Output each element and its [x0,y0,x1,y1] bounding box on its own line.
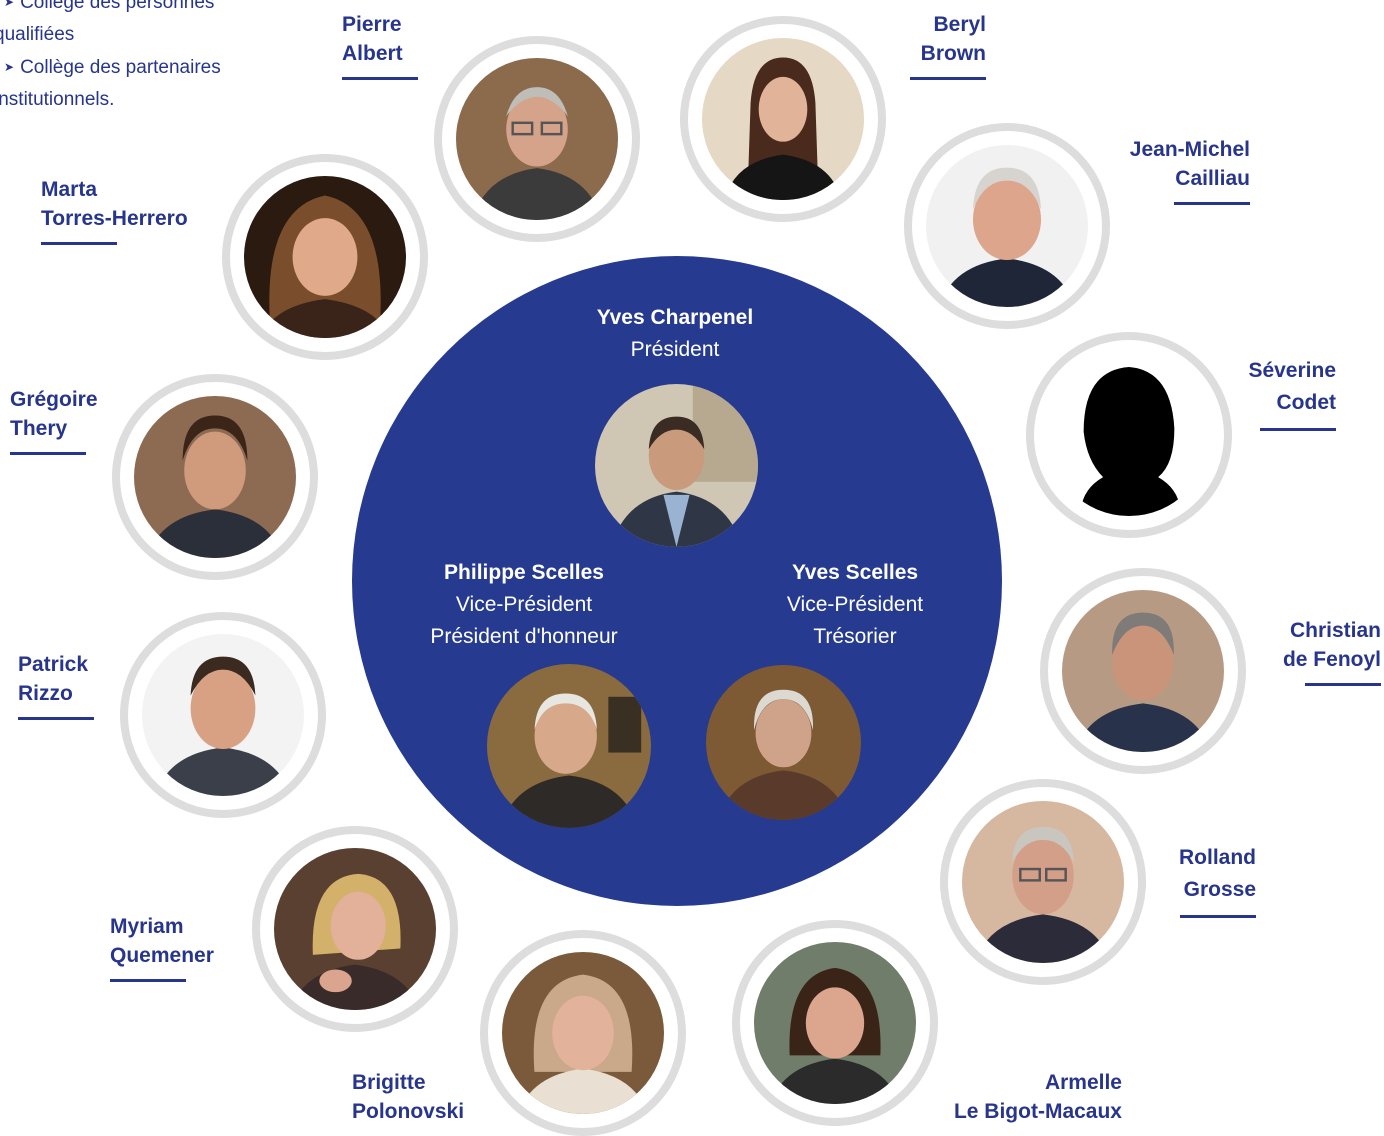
vp1-photo [487,664,651,828]
silhouette-icon [1080,366,1181,516]
member-photo-rolland-grosse [962,801,1124,963]
underline-divider [910,77,986,80]
member-photo-armelle-le-bigot-macaux [754,942,916,1104]
president-role: Président [630,338,720,361]
member-photo-gregoire-thery [134,396,296,558]
member-first-name: Beryl [933,13,986,36]
member-last-name: de Fenoyl [1282,648,1381,671]
underline-divider [342,77,418,80]
member-first-name: Rolland [1179,846,1256,869]
member-last-name: Le Bigot-Macaux [953,1100,1122,1123]
portrait-icon [502,952,664,1114]
underline-divider [1305,683,1381,686]
portrait-icon [134,396,296,558]
member-first-name: Brigitte [352,1071,426,1094]
president-caption: Yves Charpenel Président [560,302,790,366]
arrow-icon: ➤ [4,0,15,9]
member-label-armelle-le-bigot-macaux: Armelle Le Bigot-Macaux [930,1068,1122,1126]
vp1-role-1: Vice-Président [455,593,593,616]
member-last-name: Cailliau [1175,167,1250,190]
member-photo-pierre-albert [456,58,618,220]
member-photo-christian-de-fenoyl [1062,590,1224,752]
vp1-name: Philippe Scelles [444,561,604,584]
underline-divider [110,979,186,982]
underline-divider [10,452,86,455]
member-first-name: Armelle [1044,1071,1122,1094]
member-first-name: Myriam [110,915,184,938]
portrait-icon [706,665,861,820]
member-first-name: Séverine [1248,359,1336,382]
member-last-name: Codet [1276,391,1337,414]
member-last-name: Albert [342,42,403,65]
member-first-name: Christian [1289,619,1381,642]
vp2-name: Yves Scelles [791,561,919,584]
vp2-photo [706,665,861,820]
president-photo [595,384,758,547]
member-last-name: Brown [920,42,986,65]
portrait-icon [926,145,1088,307]
member-label-rolland-grosse: Rolland Grosse [1150,842,1256,918]
college-list: ➤ Collège des personnes qualifiées ➤ Collè… [0,0,264,116]
member-label-pierre-albert: Pierre Albert [342,10,418,80]
portrait-icon [487,664,651,828]
member-photo-beryl-brown [702,38,864,200]
member-label-severine-codet: Séverine Codet [1226,355,1336,431]
vp2-role-2: Trésorier [813,625,897,648]
member-first-name: Grégoire [10,388,98,411]
portrait-icon [595,384,758,547]
member-photo-myriam-quemener [274,848,436,1010]
member-label-brigitte-polonovski: Brigitte Polonovski [352,1068,464,1126]
member-label-myriam-quemener: Myriam Quemener [110,912,214,982]
college-line-3: Collège des partenaires [20,57,221,78]
member-label-beryl-brown: Beryl Brown [890,10,986,80]
member-photo-brigitte-polonovski [502,952,664,1114]
member-first-name: Patrick [18,653,89,676]
underline-divider [1174,202,1250,205]
member-last-name: Quemener [110,944,214,967]
member-first-name: Pierre [342,13,402,36]
portrait-icon [754,942,916,1104]
underline-divider [18,717,94,720]
portrait-icon [1062,590,1224,752]
member-label-christian-de-fenoyl: Christian de Fenoyl [1260,616,1381,686]
underline-divider [1180,915,1256,918]
member-last-name: Polonovski [352,1100,465,1123]
vp1-role-2: Président d'honneur [430,625,618,648]
member-label-gregoire-thery: Grégoire Thery [10,385,98,455]
arrow-icon: ➤ [4,60,15,74]
college-line-4: institutionnels. [0,89,115,110]
member-photo-severine-codet [1048,354,1210,516]
portrait-icon [962,801,1124,963]
member-label-marta-torres-herrero: Marta Torres-Herrero [41,175,188,245]
underline-divider [1260,428,1336,431]
member-last-name: Rizzo [18,682,73,705]
portrait-icon [244,176,406,338]
portrait-icon [702,38,864,200]
member-last-name: Thery [10,417,68,440]
vp2-role-1: Vice-Président [786,593,924,616]
member-last-name: Grosse [1183,878,1256,901]
member-first-name: Marta [41,178,98,201]
vp2-caption: Yves Scelles Vice-Président Trésorier [755,557,955,653]
member-photo-marta-torres-herrero [244,176,406,338]
portrait-icon [274,848,436,1010]
portrait-icon [142,634,304,796]
member-photo-patrick-rizzo [142,634,304,796]
portrait-icon [456,58,618,220]
college-line-2: qualifiées [0,24,75,45]
vp1-caption: Philippe Scelles Vice-Président Présiden… [404,557,644,653]
president-name: Yves Charpenel [596,306,754,329]
member-last-name: Torres-Herrero [41,207,188,230]
member-photo-jean-michel-cailliau [926,145,1088,307]
underline-divider [41,242,117,245]
member-label-jean-michel-cailliau: Jean-Michel Cailliau [1090,135,1250,205]
member-first-name: Jean-Michel [1129,138,1250,161]
bureau-circle [352,256,1002,906]
member-label-patrick-rizzo: Patrick Rizzo [18,650,94,720]
college-line-1: Collège des personnes [20,0,215,13]
